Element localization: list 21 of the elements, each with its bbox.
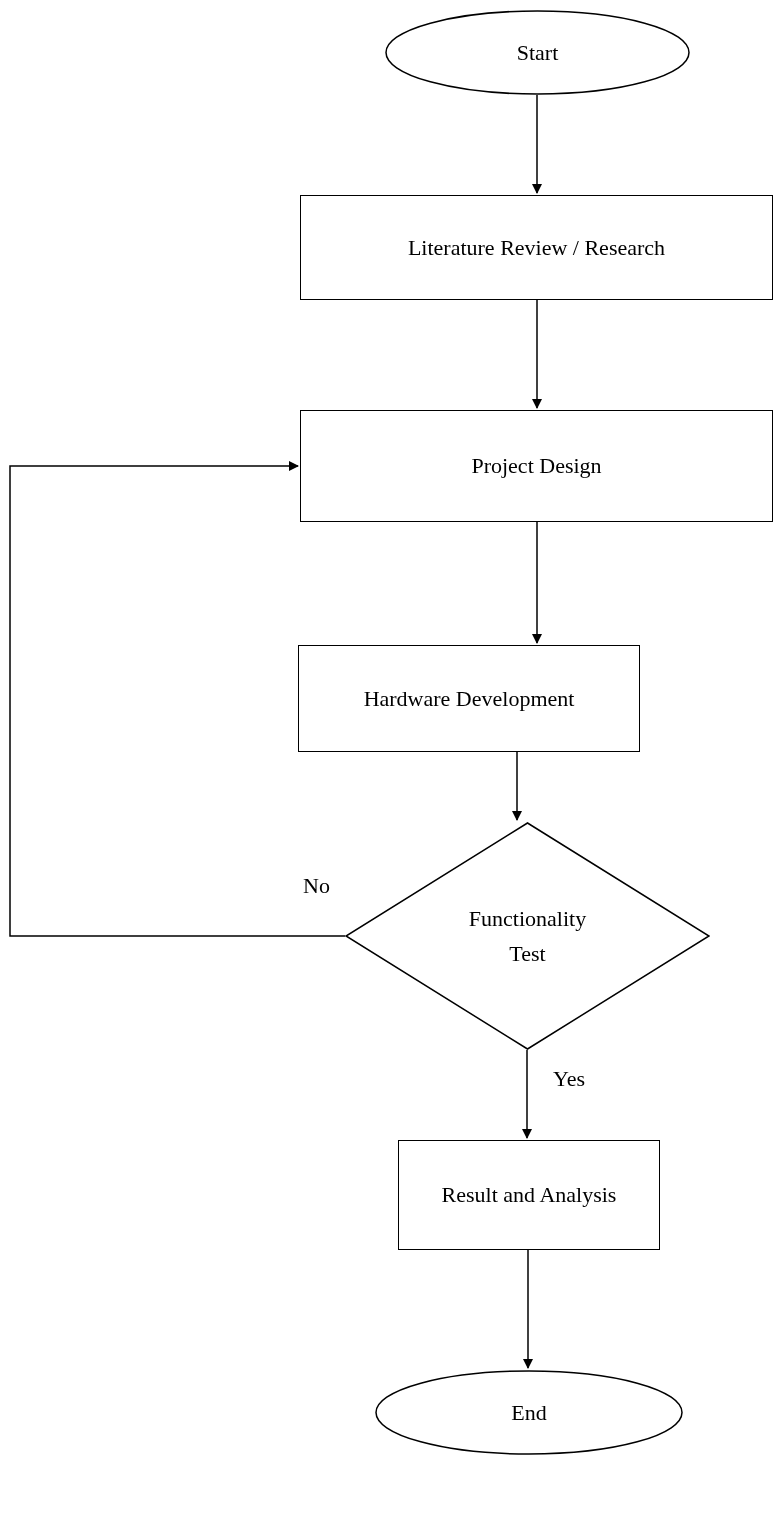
arrow — [523, 1249, 533, 1369]
terminal-ellipse — [375, 1370, 683, 1455]
decision-diamond — [345, 822, 710, 1050]
process-box — [300, 195, 773, 300]
process-box — [398, 1140, 660, 1250]
node-text: Result and Analysis — [441, 1181, 617, 1210]
process-box — [300, 410, 773, 522]
node-text: Hardware Development — [363, 684, 575, 713]
process-box — [298, 645, 640, 752]
node-text: Project Design — [471, 452, 602, 481]
node-text: Start — [516, 38, 559, 67]
node-text: Functionality Test — [467, 904, 588, 968]
arrow — [532, 521, 542, 644]
arrow — [512, 751, 522, 821]
terminal-ellipse — [385, 10, 690, 95]
node-text: Literature Review / Research — [407, 233, 666, 262]
arrow — [522, 1049, 532, 1139]
arrow — [532, 94, 542, 194]
arrow — [9, 461, 346, 937]
arrow — [532, 299, 542, 409]
node-text: End — [511, 1398, 547, 1427]
